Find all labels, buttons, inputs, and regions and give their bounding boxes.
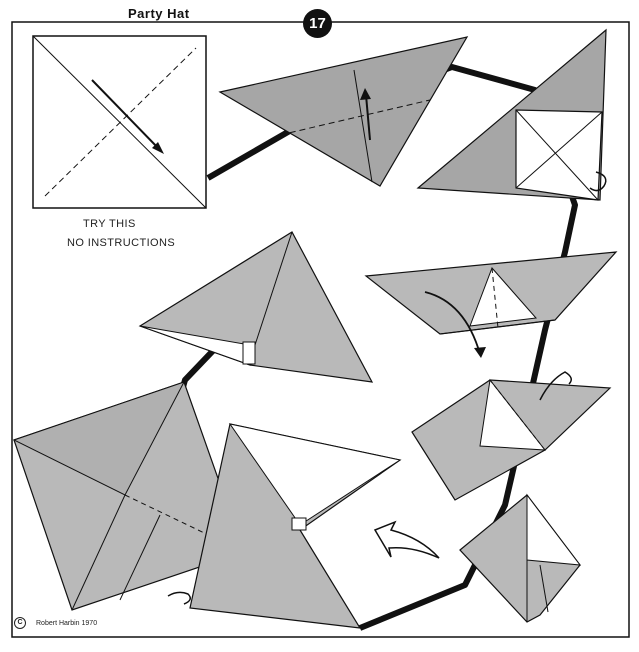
- step-8-shape: [12, 381, 245, 611]
- turn-over-icon: [167, 591, 191, 605]
- step-7-sail: [138, 231, 374, 383]
- fold-arrow: [91, 79, 161, 151]
- step-6-shape: [459, 493, 582, 623]
- fold-arrow: [424, 291, 481, 355]
- arrowhead-icon: [152, 142, 164, 154]
- arrowhead-icon: [474, 347, 486, 358]
- direction-arrow: [373, 520, 440, 559]
- step-number-badge: 17: [303, 9, 332, 38]
- note-try-this: TRY THIS: [83, 218, 136, 230]
- step-5-shape: [411, 371, 612, 501]
- turn-over-icon: [539, 371, 572, 401]
- author-credit: Robert Harbin 1970: [36, 619, 98, 627]
- step-3-folded: [416, 28, 607, 201]
- diagram-title: Party Hat: [128, 6, 190, 21]
- step-2-triangle: [218, 36, 469, 187]
- turn-over-icon: [589, 171, 607, 192]
- step-1-square: [32, 35, 207, 209]
- credit-line: C Robert Harbin 1970: [14, 617, 97, 629]
- step-4-boat: [364, 251, 618, 358]
- fold-arrow: [365, 94, 371, 141]
- arrowhead-icon: [360, 88, 371, 100]
- note-no-instructions: NO INSTRUCTIONS: [67, 237, 176, 249]
- copyright-icon: C: [14, 617, 26, 629]
- step-9-final-hat: [167, 423, 402, 629]
